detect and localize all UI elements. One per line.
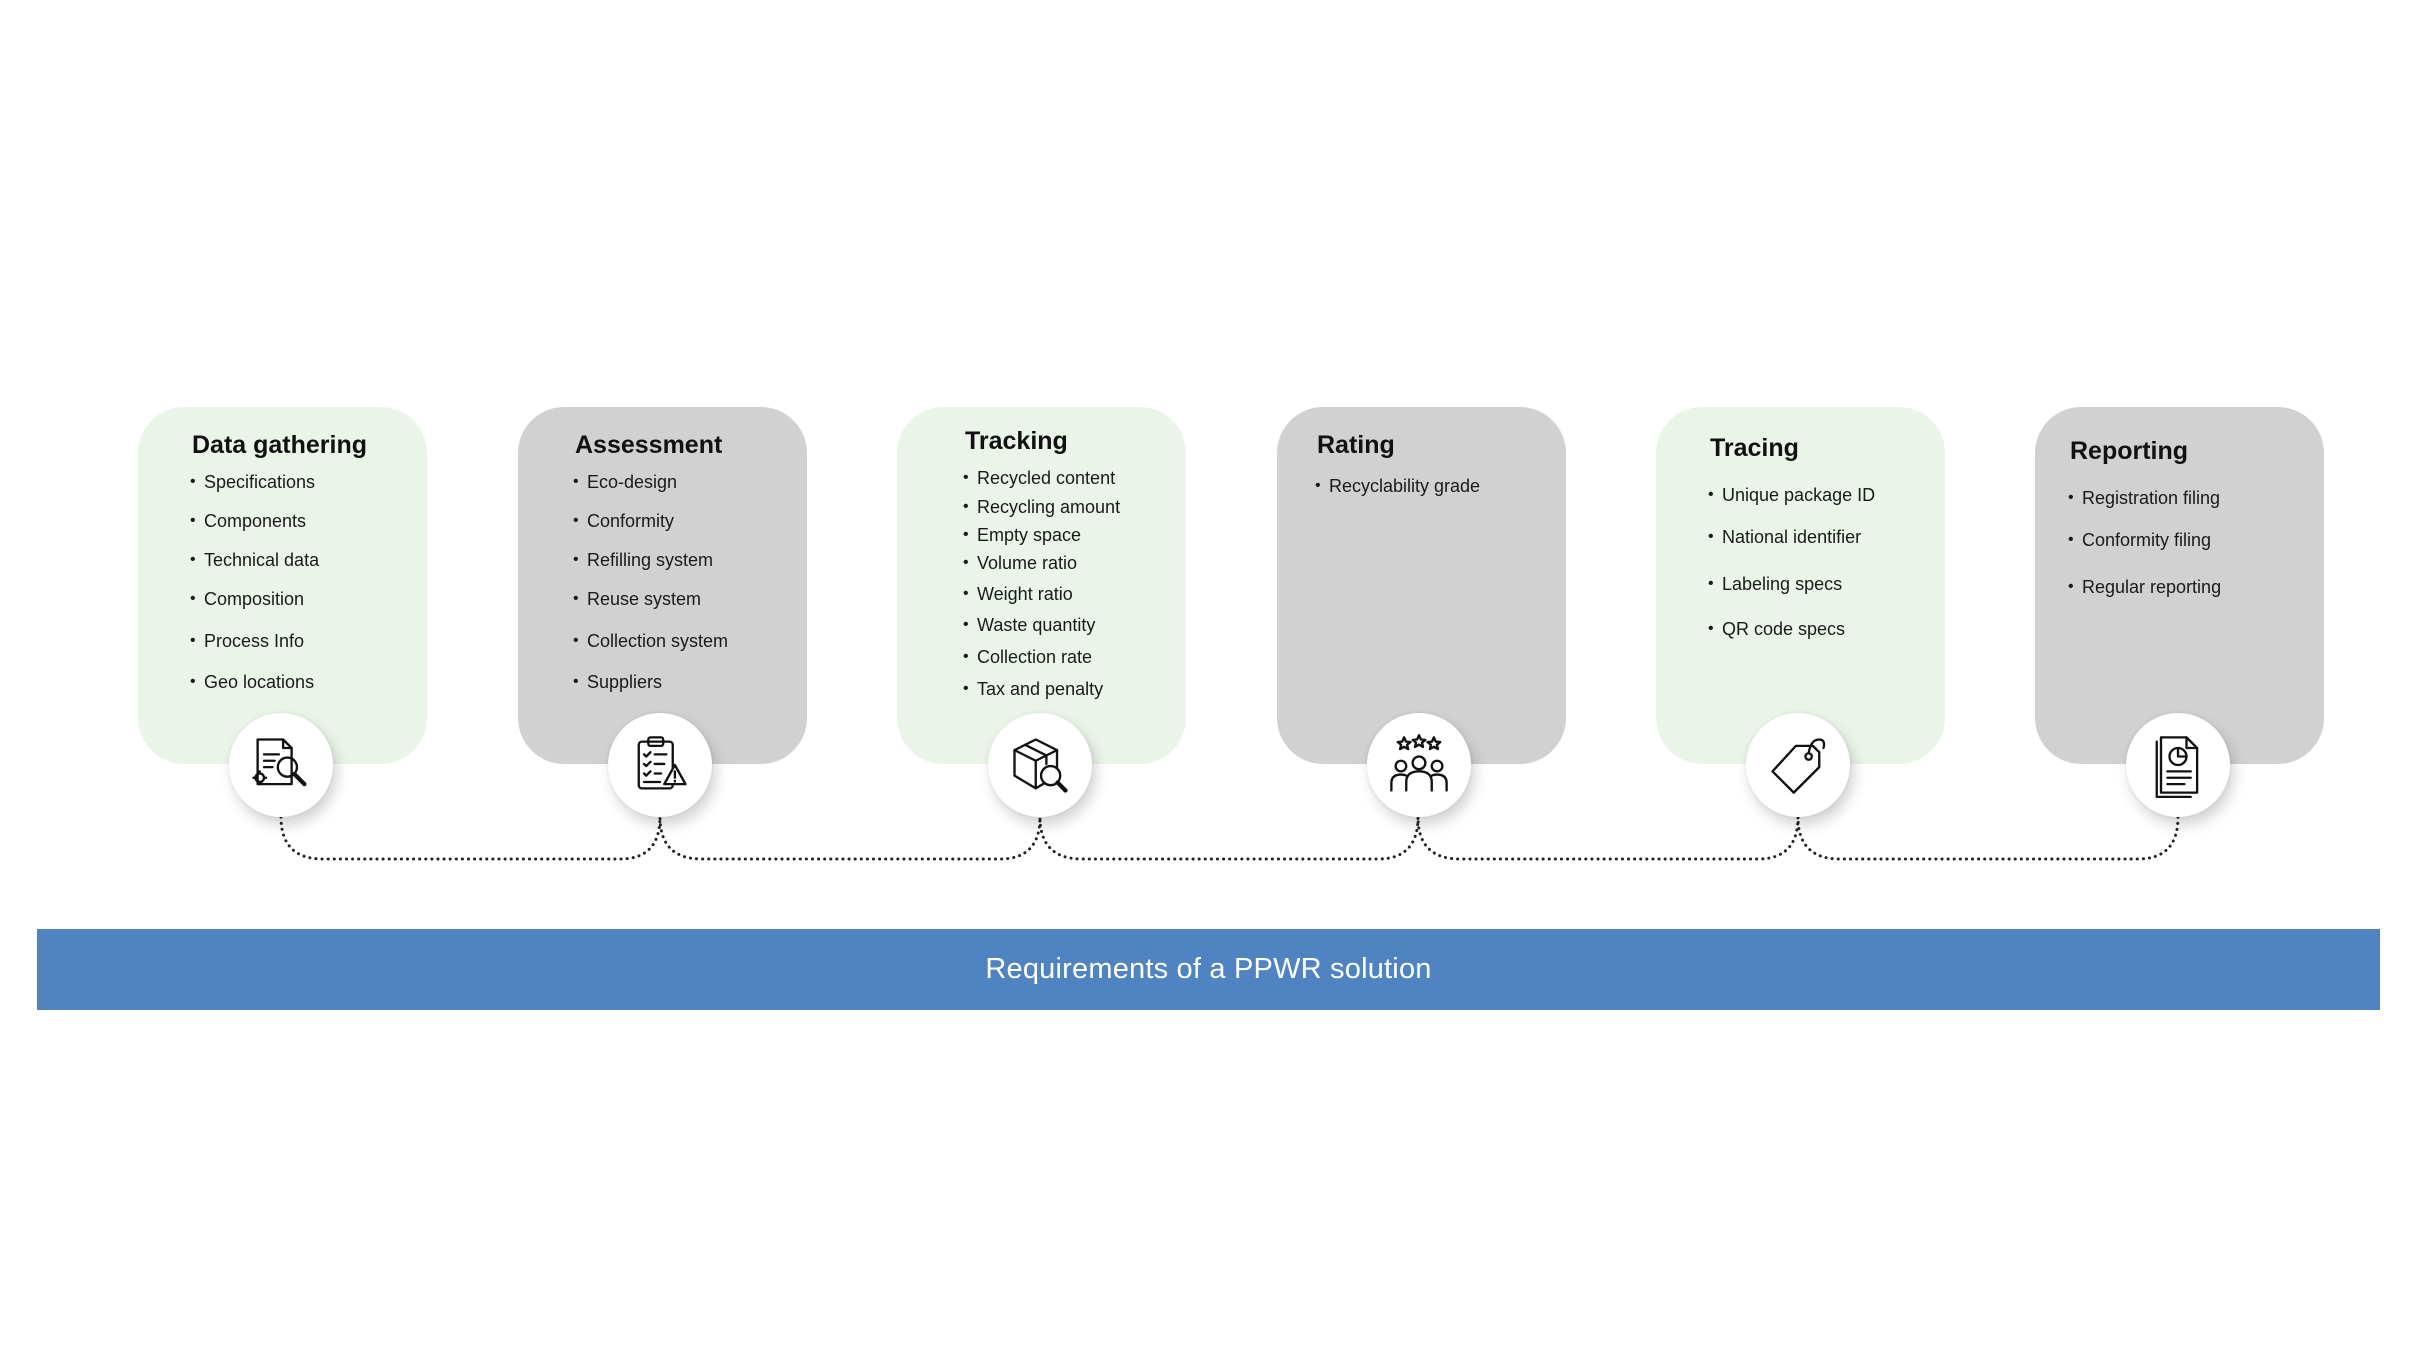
list-item: Recycling amount bbox=[963, 496, 1166, 518]
card-title: Tracing bbox=[1710, 434, 1799, 462]
icon-circle-tracing bbox=[1746, 713, 1850, 817]
list-item: Registration filing bbox=[2068, 487, 2304, 509]
card-item-list: Eco-design Conformity Refilling system R… bbox=[573, 471, 787, 693]
card-item-list: Recyclability grade bbox=[1315, 475, 1546, 497]
list-item: Geo locations bbox=[190, 671, 407, 693]
list-item: Collection rate bbox=[963, 646, 1166, 668]
card-tracking: Tracking Recycled content Recycling amou… bbox=[897, 407, 1186, 764]
list-item: Refilling system bbox=[573, 549, 787, 571]
card-title: Assessment bbox=[575, 431, 723, 459]
list-item: Technical data bbox=[190, 549, 407, 571]
icon-circle-reporting bbox=[2126, 713, 2230, 817]
list-item: Reuse system bbox=[573, 588, 787, 610]
list-item: Empty space bbox=[963, 524, 1166, 546]
group-rating-icon bbox=[1390, 734, 1448, 792]
card-tracing: Tracing Unique package ID National ident… bbox=[1656, 407, 1945, 764]
card-title: Tracking bbox=[965, 427, 1068, 455]
list-item: Collection system bbox=[573, 630, 787, 652]
icon-circle-tracking bbox=[988, 713, 1092, 817]
list-item: Suppliers bbox=[573, 671, 787, 693]
card-item-list: Specifications Components Technical data… bbox=[190, 471, 407, 693]
card-title: Rating bbox=[1317, 431, 1395, 459]
card-rating: Rating Recyclability grade bbox=[1277, 407, 1566, 764]
list-item: Conformity filing bbox=[2068, 529, 2304, 551]
list-item: Waste quantity bbox=[963, 614, 1166, 636]
list-item: Weight ratio bbox=[963, 583, 1166, 605]
icon-circle-assessment bbox=[608, 713, 712, 817]
card-item-list: Registration filing Conformity filing Re… bbox=[2068, 487, 2304, 598]
banner-title: Requirements of a PPWR solution bbox=[985, 953, 1432, 985]
list-item: Recycled content bbox=[963, 467, 1166, 489]
list-item: Regular reporting bbox=[2068, 576, 2304, 598]
list-item: Process Info bbox=[190, 630, 407, 652]
card-title: Data gathering bbox=[192, 431, 368, 459]
tag-icon bbox=[1771, 738, 1826, 794]
icon-circle-rating bbox=[1367, 713, 1471, 817]
list-item: Tax and penalty bbox=[963, 678, 1166, 700]
package-search-icon bbox=[1013, 738, 1068, 793]
list-item: Eco-design bbox=[573, 471, 787, 493]
clipboard-warning-icon bbox=[637, 736, 687, 790]
card-item-list: Recycled content Recycling amount Empty … bbox=[963, 467, 1166, 700]
card-reporting: Reporting Registration filing Conformity… bbox=[2035, 407, 2324, 764]
card-assessment: Assessment Eco-design Conformity Refilli… bbox=[518, 407, 807, 764]
report-document-icon bbox=[2155, 736, 2199, 799]
list-item: National identifier bbox=[1708, 526, 1925, 548]
card-item-list: Unique package ID National identifier La… bbox=[1708, 484, 1925, 640]
list-item: Composition bbox=[190, 588, 407, 610]
list-item: Conformity bbox=[573, 510, 787, 532]
list-item: Volume ratio bbox=[963, 552, 1166, 574]
list-item: Recyclability grade bbox=[1315, 475, 1546, 497]
icon-circle-data-gathering bbox=[229, 713, 333, 817]
list-item: Unique package ID bbox=[1708, 484, 1925, 506]
list-item: Components bbox=[190, 510, 407, 532]
list-item: Specifications bbox=[190, 471, 407, 493]
list-item: QR code specs bbox=[1708, 618, 1925, 640]
list-item: Labeling specs bbox=[1708, 573, 1925, 595]
card-title: Reporting bbox=[2070, 437, 2189, 465]
document-search-icon bbox=[252, 738, 307, 787]
requirements-banner: Requirements of a PPWR solution bbox=[37, 929, 2380, 1010]
card-data-gathering: Data gathering Specifications Components… bbox=[138, 407, 427, 764]
